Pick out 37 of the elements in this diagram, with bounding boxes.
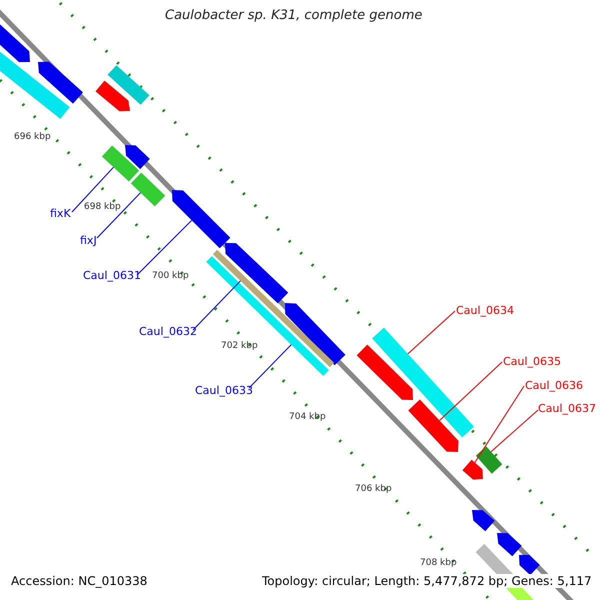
tick-label: 700 kbp [152,271,189,282]
gene-feature [102,146,140,182]
leader-line [72,166,114,212]
tick-label: 702 kbp [221,341,258,352]
leader-line [474,386,524,463]
leader-line [192,280,241,330]
tick-label: 696 kbp [14,132,51,143]
gene-label: Caul_0633 [195,384,253,398]
tick-label: 698 kbp [84,202,121,213]
leader-line [248,344,292,388]
leader-line [407,310,456,354]
gene-label: Caul_0634 [456,304,514,318]
leader-line [439,362,502,421]
gene-feature [462,460,483,480]
tick-label: 704 kbp [289,412,326,423]
gene-label: Caul_0631 [83,269,141,282]
gene-feature [130,172,166,206]
gene-label: Caul_0636 [525,379,583,392]
tick-label: 706 kbp [355,484,392,495]
info-text: Topology: circular; Length: 5,477,872 bp; Genes: 5,117 [260,574,594,588]
gene-label: Caul_0635 [503,355,561,368]
gene-feature [172,190,230,248]
gene-label: Caul_0632 [139,325,197,338]
gene-feature [476,446,502,474]
gene-label: fixK [50,207,71,220]
gene-feature [206,256,329,376]
gene-feature [408,400,458,452]
gene-label: Caul_0637 [538,402,596,416]
gene-feature [212,250,334,368]
leader-line [96,192,141,238]
tick-label: 708 kbp [420,558,457,569]
leader-line [490,410,538,452]
gene-label: fixJ [80,234,97,248]
gene-feature [372,328,474,438]
info-text: Accession: NC_010338 [9,574,150,588]
leader-line [136,220,192,276]
title: Caulobacter sp. K31, complete genome [165,8,422,24]
